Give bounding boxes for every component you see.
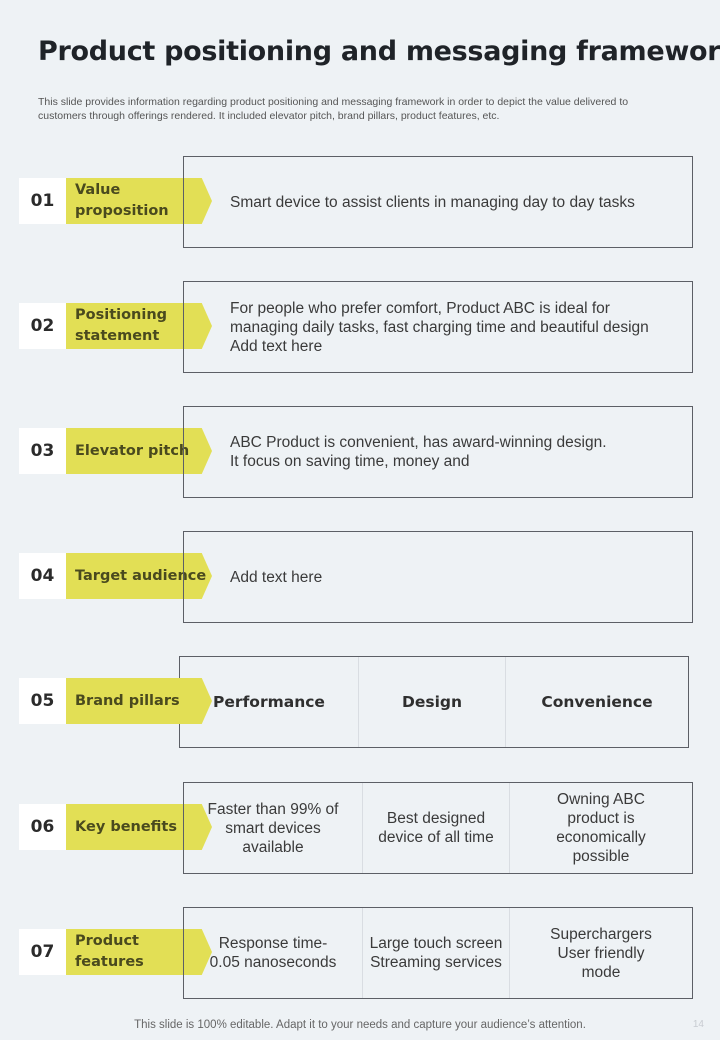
row-label-tag: Elevator pitch: [66, 428, 212, 474]
framework-row-key-benefits: 06 Key benefits Faster than 99% of smart…: [0, 782, 720, 876]
row-content-box: Smart device to assist clients in managi…: [183, 156, 693, 248]
brand-pillars-box: Performance Design Convenience: [179, 656, 689, 748]
row-content-box: Add text here: [183, 531, 693, 623]
row-number: 01: [19, 178, 66, 224]
row-number: 05: [19, 678, 66, 724]
row-number: 07: [19, 929, 66, 975]
row-label-tag: Product features: [66, 929, 212, 975]
row-number: 04: [19, 553, 66, 599]
page-title: Product positioning and messaging framew…: [38, 36, 720, 67]
row-text-line: It focus on saving time, money and: [230, 453, 470, 470]
framework-row-elevator-pitch: 03 Elevator pitch ABC Product is conveni…: [0, 406, 720, 500]
framework-row-target-audience: 04 Target audience Add text here: [0, 531, 720, 625]
row-text-line: ABC Product is convenient, has award-win…: [230, 434, 607, 451]
benefit-cell: Faster than 99% of smart devices availab…: [207, 800, 339, 856]
row-label-tag: Target audience: [66, 553, 212, 599]
row-number: 03: [19, 428, 66, 474]
feature-cell: Large touch screen Streaming services: [362, 908, 509, 998]
row-text-line: Smart device to assist clients in managi…: [230, 193, 635, 211]
row-label-tag: Brand pillars: [66, 678, 212, 724]
framework-row-product-features: 07 Product features Response time- 0.05 …: [0, 907, 720, 1001]
pillar-cell: Design: [358, 657, 505, 747]
framework-row-value-proposition: 01 Value proposition Smart device to ass…: [0, 156, 720, 250]
feature-cell: Response time- 0.05 nanoseconds: [209, 935, 337, 971]
feature-cell: Superchargers User friendly mode: [509, 908, 692, 998]
pillar-cell: Convenience: [505, 657, 688, 747]
product-features-box: Response time- 0.05 nanoseconds Large to…: [183, 907, 693, 999]
row-label-tag: Value proposition: [66, 178, 212, 224]
row-content-box: For people who prefer comfort, Product A…: [183, 281, 693, 373]
row-number: 06: [19, 804, 66, 850]
framework-row-brand-pillars: 05 Performance Design Convenience Brand …: [0, 656, 720, 750]
benefit-cell: Best designed device of all time: [362, 783, 509, 873]
row-content-box: ABC Product is convenient, has award-win…: [183, 406, 693, 498]
pillar-cell: Performance: [213, 692, 325, 711]
row-text-line: Add text here: [230, 568, 323, 586]
page-subtitle: This slide provides information regardin…: [38, 96, 629, 122]
row-text-line: For people who prefer comfort, Product A…: [230, 299, 610, 317]
row-number: 02: [19, 303, 66, 349]
row-label-tag: Positioning statement: [66, 303, 212, 349]
row-text-line: Add text here: [230, 337, 323, 355]
page-number: 14: [692, 1019, 704, 1030]
footer-note: This slide is 100% editable. Adapt it to…: [134, 1019, 586, 1031]
row-label-tag: Key benefits: [66, 804, 212, 850]
row-text-line: managing daily tasks, fast charging time…: [230, 318, 649, 336]
benefit-cell: Owning ABC product is economically possi…: [509, 783, 692, 873]
key-benefits-box: Faster than 99% of smart devices availab…: [183, 782, 693, 874]
framework-row-positioning-statement: 02 Positioning statement For people who …: [0, 281, 720, 375]
